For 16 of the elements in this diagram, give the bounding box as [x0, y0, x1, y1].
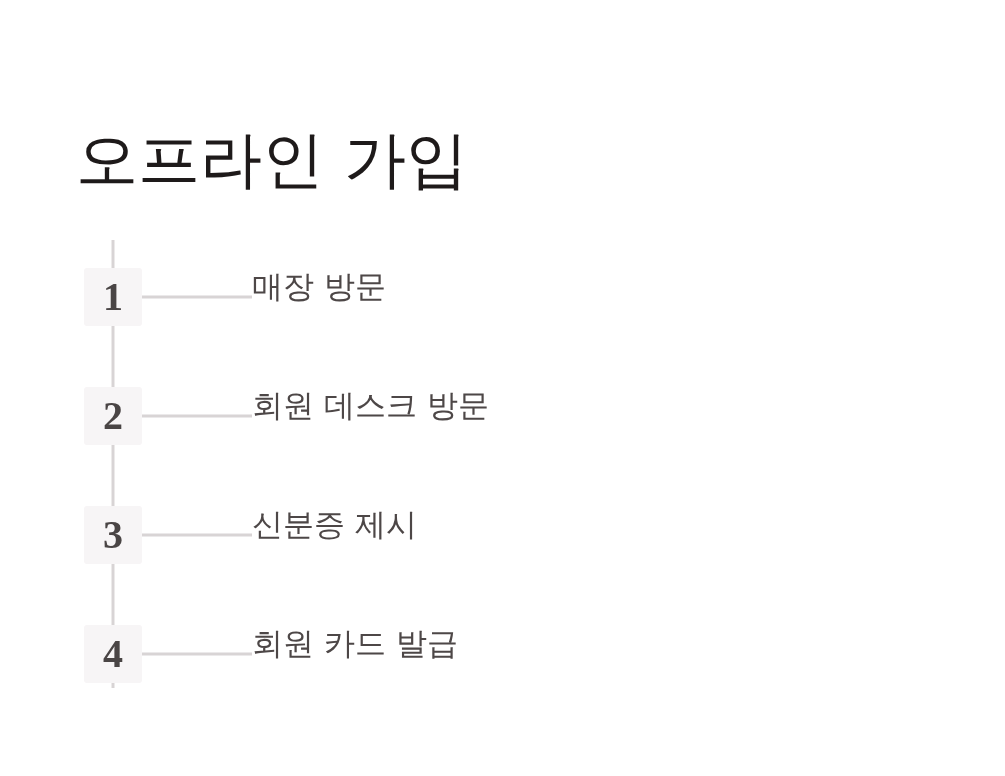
step-label: 매장 방문 [252, 266, 386, 306]
timeline-line [111, 564, 115, 625]
connector-line [142, 652, 252, 656]
step-number-badge: 1 [84, 268, 142, 326]
timeline-line [111, 445, 115, 506]
step-number-badge: 3 [84, 506, 142, 564]
step-label: 회원 데스크 방문 [252, 385, 489, 425]
connector-line [142, 533, 252, 537]
step-label: 신분증 제시 [252, 504, 417, 544]
timeline-line [111, 326, 115, 387]
step-number-badge: 4 [84, 625, 142, 683]
step-number-badge: 2 [84, 387, 142, 445]
connector-line [142, 414, 252, 418]
step-label: 회원 카드 발급 [252, 623, 458, 663]
title: 오프라인 가입 [76, 122, 468, 198]
connector-line [142, 295, 252, 299]
